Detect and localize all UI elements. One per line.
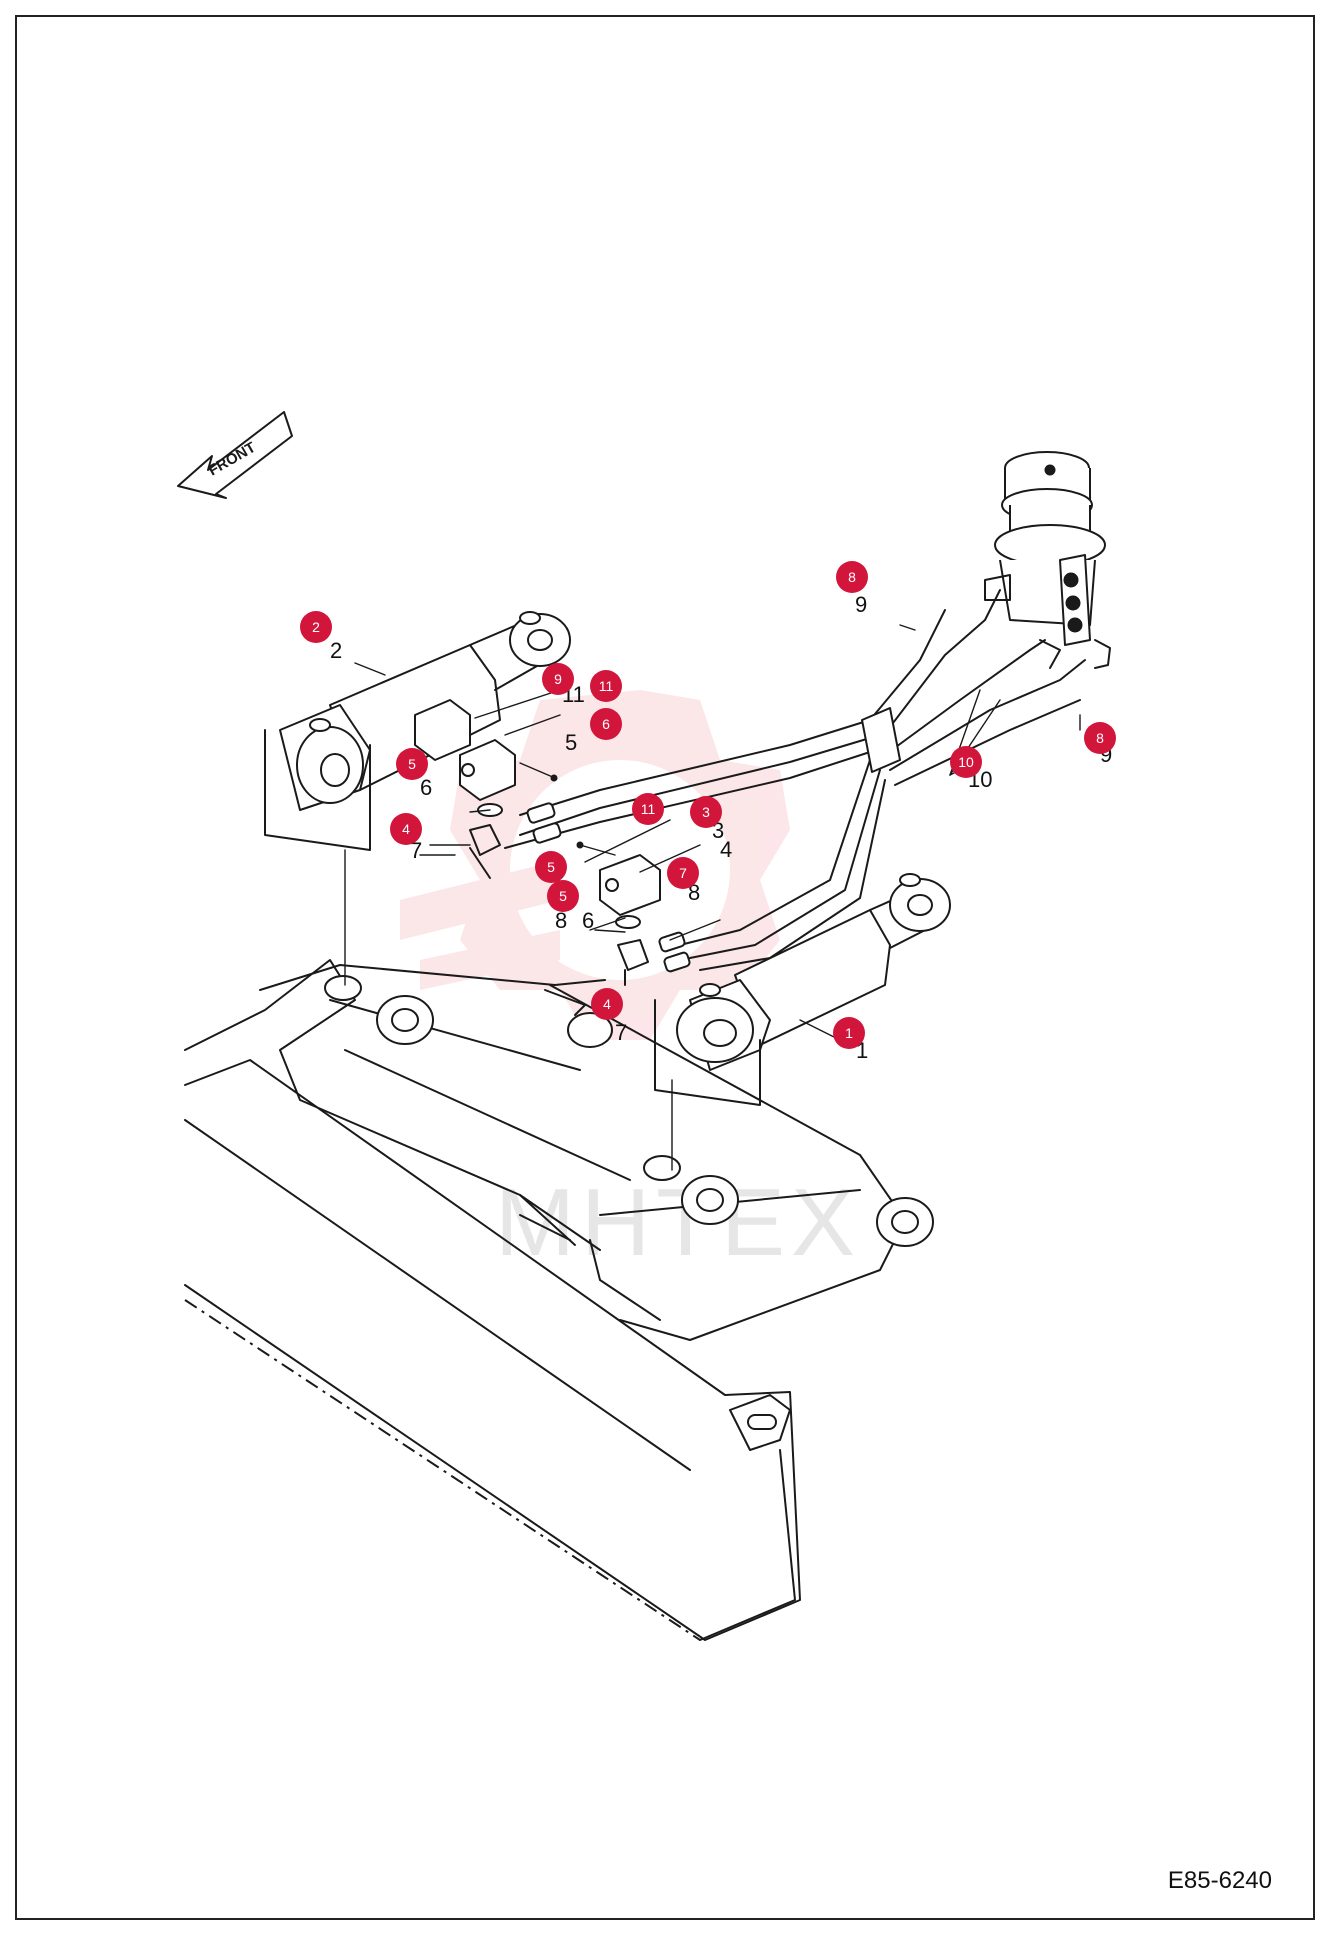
front-arrow-icon: FRONT — [177, 411, 293, 499]
watermark-text: МНТЕХ — [495, 1169, 861, 1276]
front-label: FRONT — [206, 439, 259, 480]
valve-block-upper — [414, 699, 558, 879]
part-label: 9 — [855, 592, 867, 617]
hydraulic-hoses — [504, 589, 1086, 973]
dozer-blade — [184, 1059, 801, 1641]
callout-badge: 1 — [833, 1017, 865, 1049]
dozer-frame — [184, 959, 934, 1341]
svg-text:2: 2 — [312, 619, 320, 635]
callout-badge: 2 — [300, 611, 332, 643]
part-label: 4 — [720, 837, 732, 862]
svg-text:8: 8 — [1096, 730, 1104, 746]
part-label: 7 — [410, 838, 422, 863]
callout-badge: 11 — [632, 793, 664, 825]
part-label: 2 — [330, 638, 342, 663]
svg-text:9: 9 — [554, 671, 562, 687]
svg-text:6: 6 — [602, 716, 610, 732]
part-label: 6 — [582, 908, 594, 933]
callout-badge: 5 — [396, 748, 428, 780]
part-label: 6 — [420, 775, 432, 800]
svg-text:8: 8 — [848, 569, 856, 585]
svg-text:5: 5 — [559, 888, 567, 904]
swivel-joint — [984, 451, 1111, 669]
callout-badge: 9 — [542, 663, 574, 695]
cylinder-1 — [654, 873, 951, 1171]
callout-badge: 8 — [836, 561, 868, 593]
part-label: 7 — [615, 1020, 627, 1045]
svg-text:1: 1 — [845, 1025, 853, 1041]
part-label: 5 — [565, 730, 577, 755]
svg-text:11: 11 — [641, 801, 656, 817]
svg-text:3: 3 — [702, 804, 710, 820]
svg-text:11: 11 — [599, 678, 614, 694]
part-number-labels: 2 11 5 6 7 4 3 8 8 6 7 1 9 9 10 — [330, 592, 1112, 1063]
svg-text:5: 5 — [547, 859, 555, 875]
svg-text:4: 4 — [402, 821, 410, 837]
svg-text:4: 4 — [603, 996, 611, 1012]
svg-text:7: 7 — [679, 865, 687, 881]
callout-badge: 7 — [667, 857, 699, 889]
callout-badge: 4 — [591, 988, 623, 1020]
part-label: 8 — [555, 908, 567, 933]
svg-text:10: 10 — [958, 754, 974, 770]
callout-badge: 5 — [547, 880, 579, 912]
callout-badge: 6 — [590, 708, 622, 740]
callout-badge: 11 — [590, 670, 622, 702]
drawing-code: E85-6240 — [1167, 1867, 1272, 1894]
svg-text:5: 5 — [408, 756, 416, 772]
page-frame — [15, 15, 1315, 1920]
callout-badge: 3 — [690, 796, 722, 828]
callout-badge: 10 — [950, 746, 982, 778]
callout-badge: 8 — [1084, 722, 1116, 754]
callout-badge: 5 — [535, 851, 567, 883]
callout-badge: 4 — [390, 813, 422, 845]
